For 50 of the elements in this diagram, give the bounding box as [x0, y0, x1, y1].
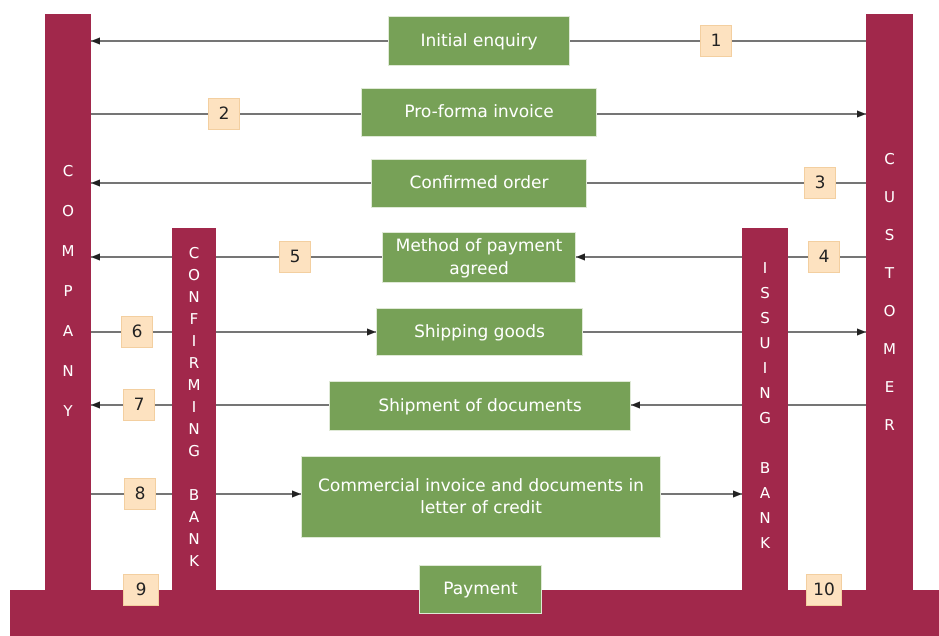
message-panel — [388, 16, 570, 66]
connector-line — [216, 404, 329, 406]
connector-line — [587, 182, 866, 184]
step-number: 5 — [279, 241, 311, 273]
step-number: 7 — [123, 389, 155, 421]
arrow — [661, 490, 742, 498]
message-text: Method of payment agreed — [394, 235, 564, 280]
column-label: COMPANY — [59, 162, 77, 442]
party-column — [45, 14, 91, 590]
arrow — [91, 179, 371, 187]
column-label: CONFIRMING BANK — [185, 244, 203, 574]
arrow — [91, 253, 172, 261]
arrow — [216, 490, 301, 498]
arrow — [216, 328, 376, 336]
connector-line — [570, 40, 866, 42]
message-panel — [329, 381, 631, 431]
connector-line — [583, 331, 742, 333]
connector-line — [788, 404, 866, 406]
arrow — [631, 401, 742, 409]
arrow — [597, 110, 866, 118]
step-number: 10 — [806, 574, 842, 606]
step-number: 6 — [121, 316, 153, 348]
connector-line — [91, 113, 361, 115]
message-panel — [419, 565, 542, 614]
party-column — [172, 228, 216, 590]
message-panel — [301, 456, 661, 538]
message-panel — [361, 88, 597, 137]
column-label: ISSUING BANK — [756, 259, 774, 559]
message-text: Pro-forma invoice — [404, 101, 554, 124]
arrow — [788, 328, 866, 336]
message-text: Shipping goods — [414, 320, 545, 344]
arrow — [91, 37, 388, 45]
step-number: 1 — [700, 25, 732, 57]
message-panel — [376, 308, 583, 356]
message-text: Commercial invoice and documents in letter of credit — [317, 474, 645, 520]
party-column — [742, 228, 788, 590]
step-number: 2 — [208, 98, 240, 130]
message-panel — [371, 159, 587, 208]
arrow — [576, 253, 742, 261]
step-number: 8 — [124, 478, 156, 510]
column-label: CUSTOMER — [880, 150, 898, 454]
party-column — [866, 14, 913, 590]
step-number: 9 — [123, 574, 159, 606]
message-text: Initial enquiry — [420, 30, 538, 52]
message-text: Payment — [443, 578, 518, 601]
step-number: 4 — [808, 241, 840, 273]
step-number: 3 — [804, 167, 836, 199]
message-text: Confirmed order — [410, 172, 548, 195]
message-text: Shipment of documents — [378, 394, 582, 418]
message-panel — [382, 232, 576, 283]
